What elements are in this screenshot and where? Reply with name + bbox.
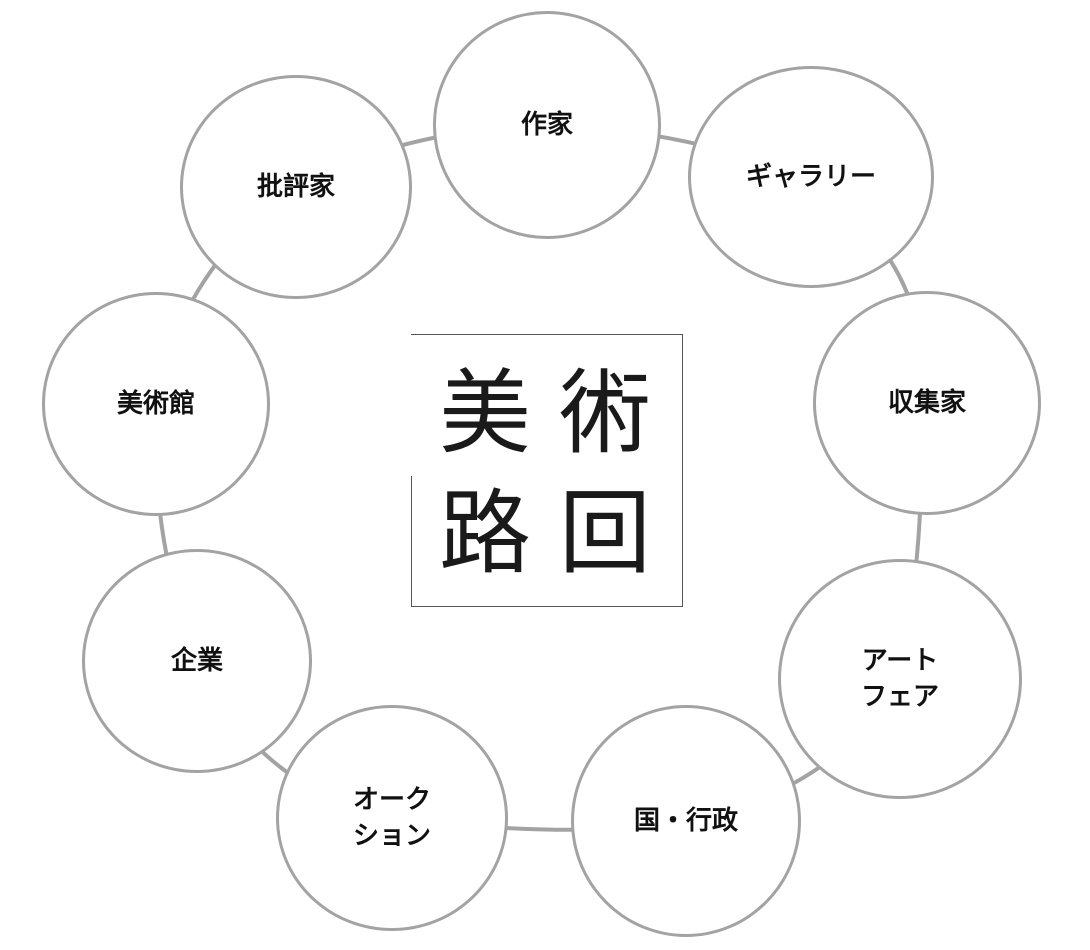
node-label: オーク ション — [352, 785, 431, 851]
node-label: アート フェア — [860, 646, 939, 712]
node-label: 収集家 — [887, 388, 966, 418]
node-label: 企業 — [170, 646, 223, 676]
node-label: 美術館 — [116, 389, 195, 419]
node-collector[interactable]: 収集家 — [813, 291, 1041, 515]
title-box-border-bottom — [411, 606, 683, 607]
node-government[interactable]: 国・行政 — [571, 705, 801, 937]
node-label: ギャラリー — [745, 162, 876, 192]
title-char-4: 回 — [559, 480, 652, 587]
node-critic[interactable]: 批評家 — [180, 75, 412, 299]
node-art-fair[interactable]: アート フェア — [778, 559, 1022, 799]
title-char-2: 術 — [559, 360, 652, 467]
node-museum[interactable]: 美術館 — [42, 292, 270, 516]
title-box-border-left — [411, 476, 412, 607]
title-box-border-right — [682, 334, 683, 607]
node-artist[interactable]: 作家 — [433, 11, 661, 239]
node-auction[interactable]: オーク ション — [276, 705, 508, 931]
node-company[interactable]: 企業 — [82, 549, 312, 773]
title-char-3: 路 — [439, 480, 532, 587]
node-gallery[interactable]: ギャラリー — [688, 66, 934, 288]
center-title-box: 美 術 路 回 — [411, 334, 683, 607]
node-label: 作家 — [520, 110, 573, 140]
title-box-border-top — [411, 334, 683, 335]
node-label: 批評家 — [256, 172, 335, 202]
title-char-1: 美 — [439, 360, 532, 467]
ring-connector — [153, 123, 923, 832]
node-label: 国・行政 — [633, 806, 738, 836]
